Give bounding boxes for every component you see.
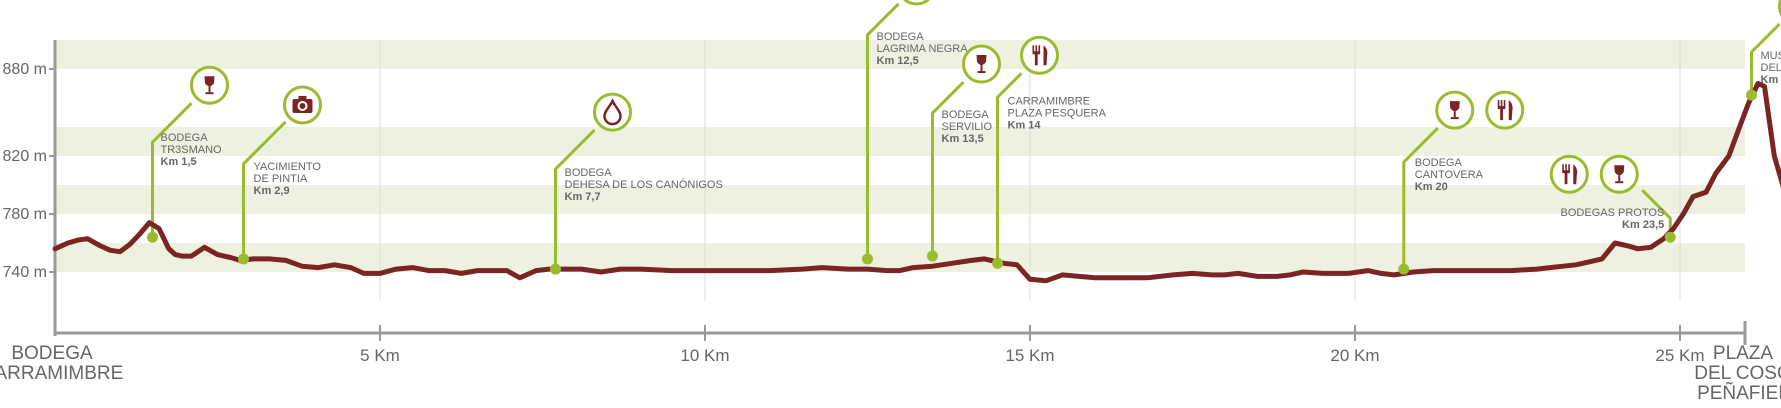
start-point-label: BODEGA xyxy=(11,343,93,364)
vertical-gridlines xyxy=(379,40,1681,301)
elevation-band xyxy=(55,40,1745,69)
poi-km-label: Km 7,7 xyxy=(565,191,601,203)
poi-name: PLAZA PESQUERA xyxy=(1008,107,1107,119)
end-point-label: DEL COSO xyxy=(1694,363,1781,384)
poi-leader-line xyxy=(151,102,193,238)
poi-km-label: Km 20 xyxy=(1415,181,1448,193)
x-tick-label: 10 Km xyxy=(680,346,729,365)
end-point-label: PEÑAFIEL xyxy=(1697,382,1781,404)
x-tick-label: 5 Km xyxy=(360,346,400,365)
poi-leader-line xyxy=(554,129,596,270)
poi-name: BODEGA xyxy=(161,132,209,144)
wine-glass-icon xyxy=(976,55,987,74)
x-tick-label: 25 Km xyxy=(1655,346,1704,365)
poi-leader-line xyxy=(996,72,1023,264)
poi-name: LAGRIMA NEGRA xyxy=(877,43,969,55)
y-tick-label: 740 m xyxy=(3,264,47,281)
poi-leader-line xyxy=(866,2,900,259)
x-axis-ticks: 5 Km 10 Km 15 Km 20 Km 25 Km xyxy=(360,325,1705,365)
y-tick-label: 880 m xyxy=(3,61,47,78)
poi-km-label: Km 26,1 xyxy=(1761,74,1781,86)
wine-glass-icon xyxy=(204,76,215,95)
poi-km-label: Km 1,5 xyxy=(161,156,197,168)
poi-dot xyxy=(147,231,158,243)
y-axis-ticks: 740 m 780 m 820 m 880 m xyxy=(3,61,55,281)
poi-name: SERVILIO xyxy=(942,121,993,133)
poi-dot xyxy=(927,250,938,262)
poi-icon-ring xyxy=(902,0,931,6)
poi-leader-line xyxy=(242,120,287,259)
elevation-band xyxy=(55,127,1745,156)
x-tick-label: 15 Km xyxy=(1005,346,1054,365)
wine-glass-icon xyxy=(1449,101,1460,120)
camera-icon xyxy=(292,95,313,113)
poi-dot xyxy=(1398,263,1410,275)
poi-name: BODEGA xyxy=(942,109,990,121)
wine-glass-icon xyxy=(1614,165,1625,184)
poi-name: BODEGA xyxy=(565,167,613,179)
fork-knife-icon xyxy=(1032,45,1048,66)
poi-name: YACIMIENTO xyxy=(254,161,322,173)
poi-dot xyxy=(1746,89,1757,101)
poi-name: CARRAMIMBRE xyxy=(1008,95,1091,107)
poi-name: BODEGAS PROTOS xyxy=(1561,207,1665,219)
end-point-label: PLAZA xyxy=(1713,343,1774,364)
poi-name: DEHESA DE LOS CANÓNIGOS xyxy=(565,178,723,191)
poi-leader-lines xyxy=(151,2,1781,270)
poi-km-label: Km 12,5 xyxy=(877,55,919,67)
poi-icon-ring xyxy=(1485,90,1525,130)
poi-name: TR3SMANO xyxy=(161,144,223,156)
poi-name: DEL VINO xyxy=(1761,62,1781,74)
start-point-label: CARRAMIMBRE xyxy=(0,363,123,384)
poi-dot xyxy=(1664,231,1676,243)
poi-icon-ring xyxy=(1020,35,1059,75)
poi-name: BODEGA xyxy=(1415,157,1463,169)
elevation-bands xyxy=(55,40,1745,272)
poi-km-label: Km 13,5 xyxy=(942,133,984,145)
water-drop-icon xyxy=(603,98,622,126)
poi-km-label: Km 23,5 xyxy=(1622,219,1664,231)
poi-dot xyxy=(238,253,249,265)
poi-name: DE PINTIA xyxy=(254,173,308,185)
fork-knife-icon xyxy=(1562,164,1578,185)
poi-name: MUSEO PROVINCIAL xyxy=(1761,50,1781,62)
elevation-band xyxy=(55,185,1745,214)
poi-dot xyxy=(550,263,561,275)
poi-name: CANTOVERA xyxy=(1415,169,1484,181)
chart-axes xyxy=(53,40,1747,345)
poi-leader-line xyxy=(1402,127,1439,270)
poi-km-label: Km 2,9 xyxy=(254,185,290,197)
y-tick-label: 820 m xyxy=(3,148,47,165)
x-tick-label: 20 Km xyxy=(1330,346,1379,365)
poi-dot xyxy=(992,257,1003,269)
poi-dot xyxy=(862,253,873,265)
y-tick-label: 780 m xyxy=(3,206,47,223)
elevation-profile-line xyxy=(52,81,1781,284)
poi-icon-ring xyxy=(1549,154,1589,194)
poi-km-label: Km 14 xyxy=(1008,119,1042,131)
poi-leader-line xyxy=(1750,23,1781,96)
fork-knife-icon xyxy=(1497,100,1513,121)
poi-name: BODEGA xyxy=(877,31,925,43)
poi-leader-line xyxy=(931,81,965,257)
poi-icon-ring xyxy=(593,92,632,132)
